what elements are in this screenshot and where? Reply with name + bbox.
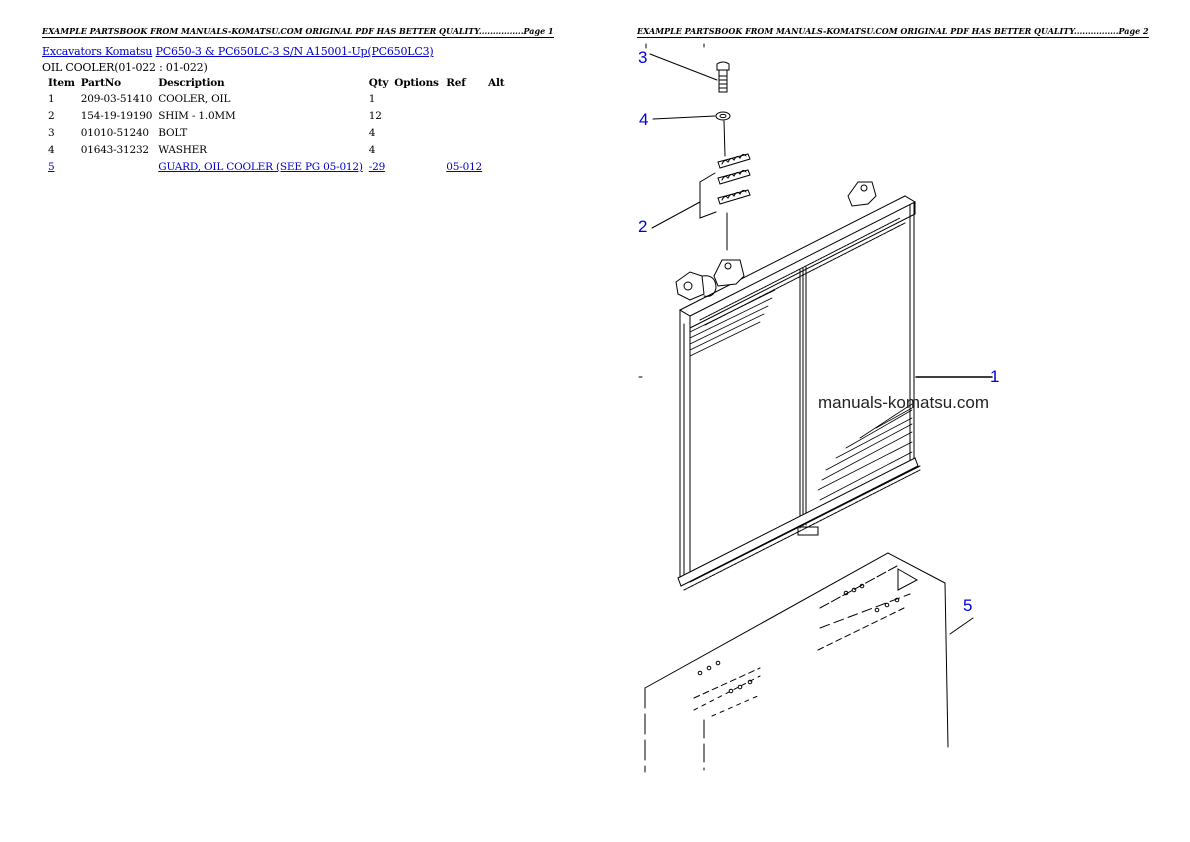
cell-item: 4 [48,144,55,156]
breadcrumb-category-link[interactable]: Excavators Komatsu [42,45,153,58]
col-options: Options [394,77,439,89]
guard-part [644,552,949,773]
section-title: OIL COOLER(01-022 : 01-022) [42,61,208,74]
table-row: 1 209-03-51410 COOLER, OIL 1 [42,91,515,108]
breadcrumb-model-link[interactable]: PC650-3 & PC650LC-3 S/N A15001-Up(PC650L… [155,45,434,58]
callout-5: 5 [963,596,973,615]
cell-qty: 12 [368,110,382,122]
callout-1: 1 [990,367,1000,386]
callout-4: 4 [639,110,649,129]
parts-table: Item PartNo Description Qty Options Ref … [42,76,515,176]
header-divider [42,37,554,38]
watermark: manuals-komatsu.com [818,393,990,412]
table-header-row: Item PartNo Description Qty Options Ref … [42,76,515,91]
col-qty: Qty [368,77,389,89]
table-row: 3 01010-51240 BOLT 4 [42,125,515,142]
cell-item: 2 [48,110,55,122]
table-row: 2 154-19-19190 SHIM - 1.0MM 12 [42,108,515,125]
cell-partno: 01643-31232 [80,144,149,156]
item-5-link[interactable]: 5 [48,161,55,173]
ref-05-012-link[interactable]: 05-012 [446,161,483,173]
cell-item: 1 [48,93,55,105]
callout-2: 2 [638,217,648,236]
shim-stack [717,153,751,205]
col-item: Item [48,77,75,89]
col-partno: PartNo [80,77,121,89]
page-header: EXAMPLE PARTSBOOK FROM MANUALS-KOMATSU.C… [42,26,554,36]
table-row-linked: 5 GUARD, OIL COOLER (SEE PG 05-012) -29 … [42,159,515,176]
col-alt: Alt [488,77,505,89]
cell-partno: 01010-51240 [80,127,149,139]
cell-description: COOLER, OIL [158,93,231,105]
qty-link[interactable]: -29 [368,161,386,173]
parts-page-2: EXAMPLE PARTSBOOK FROM MANUALS-KOMATSU.C… [595,0,1190,842]
cell-qty: 4 [368,127,376,139]
parts-page-1: EXAMPLE PARTSBOOK FROM MANUALS-KOMATSU.C… [42,26,554,176]
cell-item: 3 [48,127,55,139]
guard-oil-cooler-link[interactable]: GUARD, OIL COOLER (SEE PG 05-012) [158,161,363,173]
col-ref: Ref [446,77,466,89]
cell-partno: 154-19-19190 [80,110,153,122]
cell-qty: 1 [368,93,376,105]
cell-description: WASHER [158,144,207,156]
cell-qty: 4 [368,144,376,156]
table-row: 4 01643-31232 WASHER 4 [42,142,515,159]
breadcrumb: Excavators Komatsu PC650-3 & PC650LC-3 S… [42,45,434,58]
page-header: EXAMPLE PARTSBOOK FROM MANUALS-KOMATSU.C… [637,26,1149,36]
bolt-part [716,61,730,93]
cell-description: SHIM - 1.0MM [158,110,236,122]
callout-3: 3 [638,48,648,67]
cell-partno: 209-03-51410 [80,93,153,105]
header-divider [637,37,1149,38]
col-description: Description [158,77,225,89]
cell-description: BOLT [158,127,188,139]
